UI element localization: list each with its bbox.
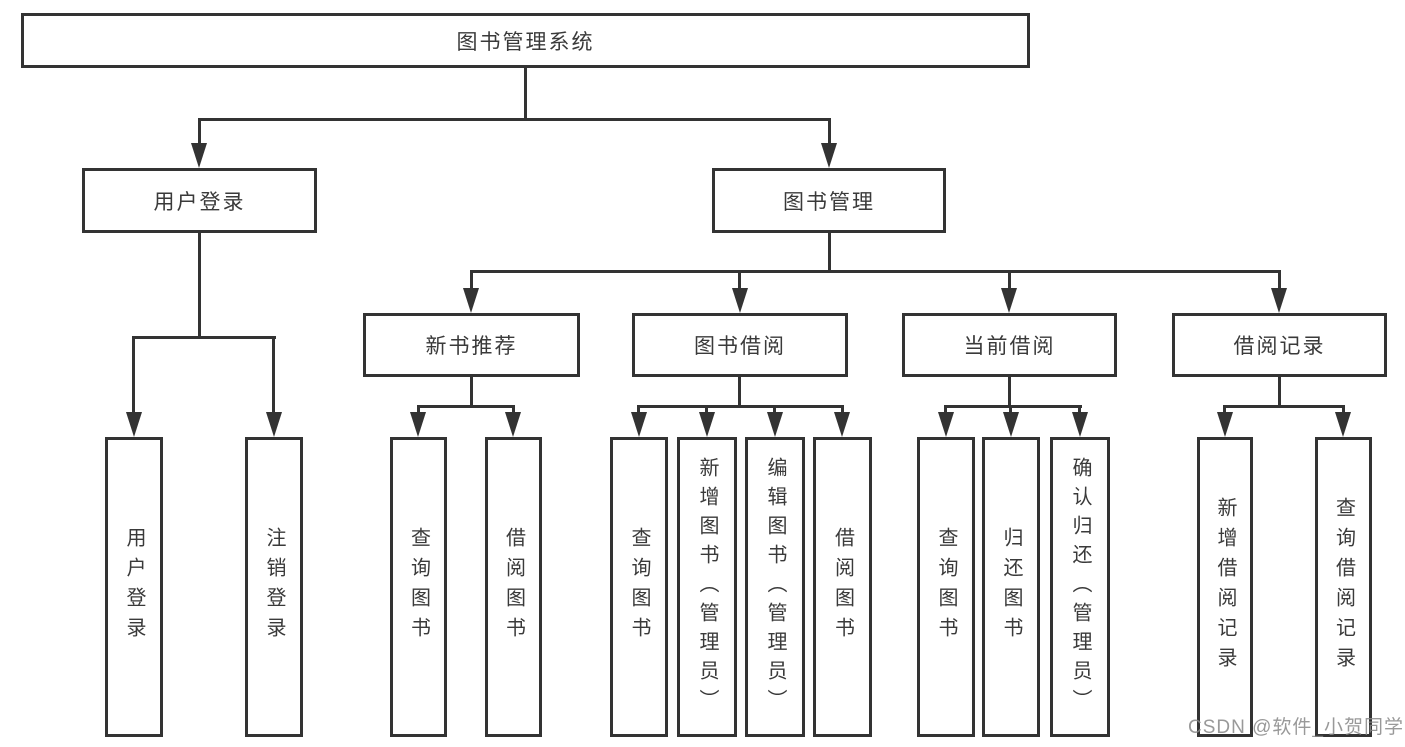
node-borrow-records: 借阅记录 bbox=[1172, 313, 1387, 377]
leaf-user-login: 用户登录 bbox=[105, 437, 163, 737]
connector-root-rail bbox=[198, 118, 831, 121]
leaf-edit-book-admin: 编辑图书（管理员） bbox=[745, 437, 805, 737]
connector-mgmt-rail bbox=[470, 270, 1281, 273]
arrowhead-leaf-login bbox=[126, 412, 142, 437]
connector-drop-current-borrow bbox=[1008, 273, 1011, 290]
connector-records-stem bbox=[1278, 377, 1281, 408]
leaf-query-books-current: 查询图书 bbox=[917, 437, 975, 737]
arrowhead-add-record bbox=[1217, 412, 1233, 437]
leaf-label: 归还图书 bbox=[1000, 527, 1022, 647]
arrowhead-query-1 bbox=[410, 412, 426, 437]
connector-borrowing-rail bbox=[637, 405, 844, 408]
connector-borrowing-stem bbox=[738, 377, 741, 408]
leaf-label: 查询图书 bbox=[935, 527, 957, 647]
leaf-query-books-borrowing: 查询图书 bbox=[610, 437, 668, 737]
connector-newbook-rail bbox=[417, 405, 515, 408]
arrowhead-query-2 bbox=[631, 412, 647, 437]
leaf-add-book-admin: 新增图书（管理员） bbox=[677, 437, 737, 737]
node-book-borrowing: 图书借阅 bbox=[632, 313, 848, 377]
leaf-label: 用户登录 bbox=[123, 527, 145, 647]
arrowhead-new-books bbox=[463, 288, 479, 313]
arrowhead-user-login bbox=[191, 143, 207, 168]
arrowhead-query-3 bbox=[938, 412, 954, 437]
leaf-label: 确认归还（管理员） bbox=[1069, 456, 1091, 718]
connector-drop-book-borrow bbox=[738, 273, 741, 290]
connector-current-stem bbox=[1008, 377, 1011, 408]
leaf-borrow-books-recommend: 借阅图书 bbox=[485, 437, 542, 737]
arrowhead-book-borrow bbox=[732, 288, 748, 313]
connector-login-stem bbox=[198, 233, 201, 339]
node-root-library-system: 图书管理系统 bbox=[21, 13, 1030, 68]
leaf-label: 借阅图书 bbox=[502, 527, 525, 647]
arrowhead-edit-book bbox=[767, 412, 783, 437]
arrowhead-current-borrow bbox=[1001, 288, 1017, 313]
node-book-management: 图书管理 bbox=[712, 168, 946, 233]
leaf-label: 查询借阅记录 bbox=[1332, 497, 1355, 677]
arrowhead-borrow-records bbox=[1271, 288, 1287, 313]
arrowhead-book-mgmt bbox=[821, 143, 837, 168]
arrowhead-leaf-logout bbox=[266, 412, 282, 437]
connector-drop-book-mgmt bbox=[828, 121, 831, 147]
arrowhead-return-book bbox=[1003, 412, 1019, 437]
leaf-confirm-return-admin: 确认归还（管理员） bbox=[1050, 437, 1110, 737]
leaf-label: 查询图书 bbox=[628, 527, 650, 647]
connector-current-rail bbox=[944, 405, 1082, 408]
leaf-query-borrow-record: 查询借阅记录 bbox=[1315, 437, 1372, 737]
leaf-label: 注销登录 bbox=[263, 527, 285, 647]
csdn-watermark: CSDN @软件_小贺同学 bbox=[1188, 717, 1404, 738]
leaf-borrow-books: 借阅图书 bbox=[813, 437, 872, 737]
leaf-label: 编辑图书（管理员） bbox=[764, 456, 786, 718]
leaf-label: 查询图书 bbox=[407, 527, 430, 647]
node-new-book-recommend: 新书推荐 bbox=[363, 313, 580, 377]
arrowhead-borrow-1 bbox=[505, 412, 521, 437]
connector-records-rail bbox=[1223, 405, 1345, 408]
leaf-query-books-recommend: 查询图书 bbox=[390, 437, 447, 737]
node-current-borrowing: 当前借阅 bbox=[902, 313, 1117, 377]
leaf-add-borrow-record: 新增借阅记录 bbox=[1197, 437, 1253, 737]
arrowhead-borrow-2 bbox=[834, 412, 850, 437]
node-user-login: 用户登录 bbox=[82, 168, 317, 233]
connector-drop-leaf-login bbox=[132, 339, 135, 413]
connector-drop-borrow-records bbox=[1278, 273, 1281, 290]
connector-newbook-stem bbox=[470, 377, 473, 408]
leaf-return-book: 归还图书 bbox=[982, 437, 1040, 737]
connector-drop-new-books bbox=[470, 273, 473, 290]
leaf-label: 借阅图书 bbox=[831, 527, 854, 647]
arrowhead-add-book bbox=[699, 412, 715, 437]
arrowhead-query-record bbox=[1335, 412, 1351, 437]
arrowhead-confirm-return bbox=[1072, 412, 1088, 437]
connector-mgmt-stem bbox=[828, 233, 831, 273]
connector-drop-leaf-logout bbox=[272, 339, 275, 413]
leaf-label: 新增图书（管理员） bbox=[696, 456, 718, 718]
leaf-label: 新增借阅记录 bbox=[1214, 497, 1236, 677]
connector-root-stem bbox=[524, 68, 527, 121]
connector-login-rail bbox=[132, 336, 276, 339]
connector-drop-user-login bbox=[198, 121, 201, 147]
leaf-logout: 注销登录 bbox=[245, 437, 303, 737]
